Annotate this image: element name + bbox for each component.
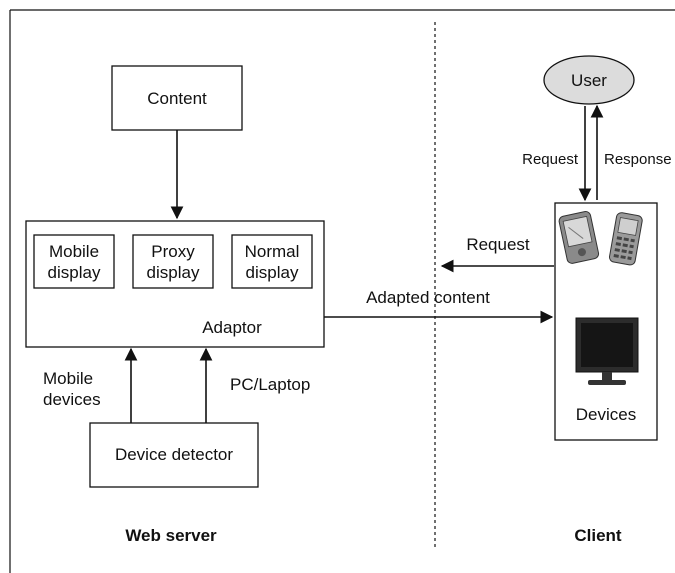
adaptor-label: Adaptor — [202, 318, 262, 337]
normal-display-label-line2: display — [246, 263, 299, 282]
mobile-display-label-line2: display — [48, 263, 101, 282]
device-detector-label: Device detector — [115, 445, 233, 464]
web-server-label: Web server — [125, 526, 217, 545]
proxy-display-label-line1: Proxy — [151, 242, 195, 261]
mobile-devices-label-line1: Mobile — [43, 369, 93, 388]
normal-display-box: Normal display — [231, 234, 313, 289]
monitor-icon — [575, 317, 639, 385]
normal-display-label-line1: Normal — [245, 242, 300, 261]
pda-icon — [558, 211, 600, 264]
user-label: User — [571, 71, 607, 90]
mobile-devices-label-line2: devices — [43, 390, 101, 409]
device-detector-box: Device detector — [89, 422, 259, 488]
content-label: Content — [147, 89, 207, 108]
adapted-content-label: Adapted content — [366, 288, 490, 307]
user-request-label: Request — [522, 151, 579, 168]
mobile-display-box: Mobile display — [33, 234, 115, 289]
request-to-server-label: Request — [466, 235, 530, 254]
user-response-label: Response — [604, 151, 672, 168]
client-label: Client — [574, 526, 622, 545]
proxy-display-box: Proxy display — [132, 234, 214, 289]
mobile-phone-icon — [608, 212, 643, 266]
pc-laptop-label: PC/Laptop — [230, 375, 310, 394]
mobile-display-label-line1: Mobile — [49, 242, 99, 261]
user-node: User — [543, 55, 635, 105]
devices-label: Devices — [576, 405, 636, 424]
adaptor-box: Mobile display Proxy display Normal disp… — [25, 220, 325, 348]
content-box: Content — [111, 65, 243, 131]
proxy-display-label-line2: display — [147, 263, 200, 282]
devices-box: Devices — [554, 202, 658, 441]
